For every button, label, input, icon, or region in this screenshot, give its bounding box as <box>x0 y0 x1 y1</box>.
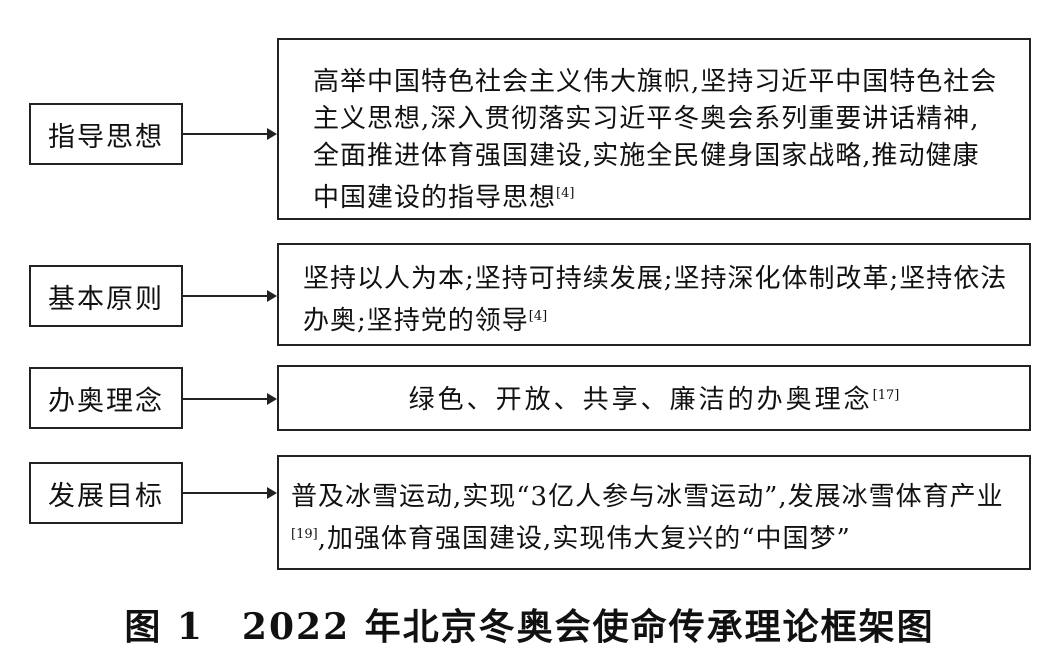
olympic-concept-ref: [17] <box>872 388 900 403</box>
arrow-3 <box>183 393 277 405</box>
olympic-concept-text: 绿色、开放、共享、廉洁的办奥理念 <box>408 385 873 415</box>
box-olympic-concept: 绿色、开放、共享、廉洁的办奥理念[17] <box>277 365 1031 431</box>
box-guiding-ideology: 高举中国特色社会主义伟大旗帜,坚持习近平中国特色社会主义思想,深入贯彻落实习近平… <box>277 38 1031 220</box>
label-guiding-ideology: 指导思想 <box>29 103 183 165</box>
guiding-ideology-ref: [4] <box>556 186 575 201</box>
basic-principles-ref: [4] <box>528 309 548 324</box>
label-basic-principles: 基本原则 <box>29 265 183 327</box>
development-goals-ref: [19] <box>291 527 318 542</box>
figure-caption: 图 1 2022 年北京冬奥会使命传承理论框架图 <box>124 606 935 648</box>
box-basic-principles: 坚持以人为本;坚持可持续发展;坚持深化体制改革;坚持依法办奥;坚持党的领导[4] <box>277 243 1031 346</box>
guiding-ideology-text: 高举中国特色社会主义伟大旗帜,坚持习近平中国特色社会主义思想,深入贯彻落实习近平… <box>313 67 998 213</box>
development-goals-text-a: 普及冰雪运动,实现“3亿人参与冰雪运动”,发展冰雪体育产业 <box>291 482 1004 512</box>
development-goals-text-b: ,加强体育强国建设,实现伟大复兴的“中国梦” <box>317 524 851 554</box>
label-olympic-concept: 办奥理念 <box>29 367 183 429</box>
basic-principles-text: 坚持以人为本;坚持可持续发展;坚持深化体制改革;坚持依法办奥;坚持党的领导 <box>303 264 1008 336</box>
box-development-goals: 普及冰雪运动,实现“3亿人参与冰雪运动”,发展冰雪体育产业 [19],加强体育强国… <box>277 455 1031 570</box>
arrow-4 <box>183 487 277 499</box>
label-development-goals: 发展目标 <box>29 462 183 524</box>
arrow-1 <box>183 128 277 140</box>
arrow-2 <box>183 290 277 302</box>
